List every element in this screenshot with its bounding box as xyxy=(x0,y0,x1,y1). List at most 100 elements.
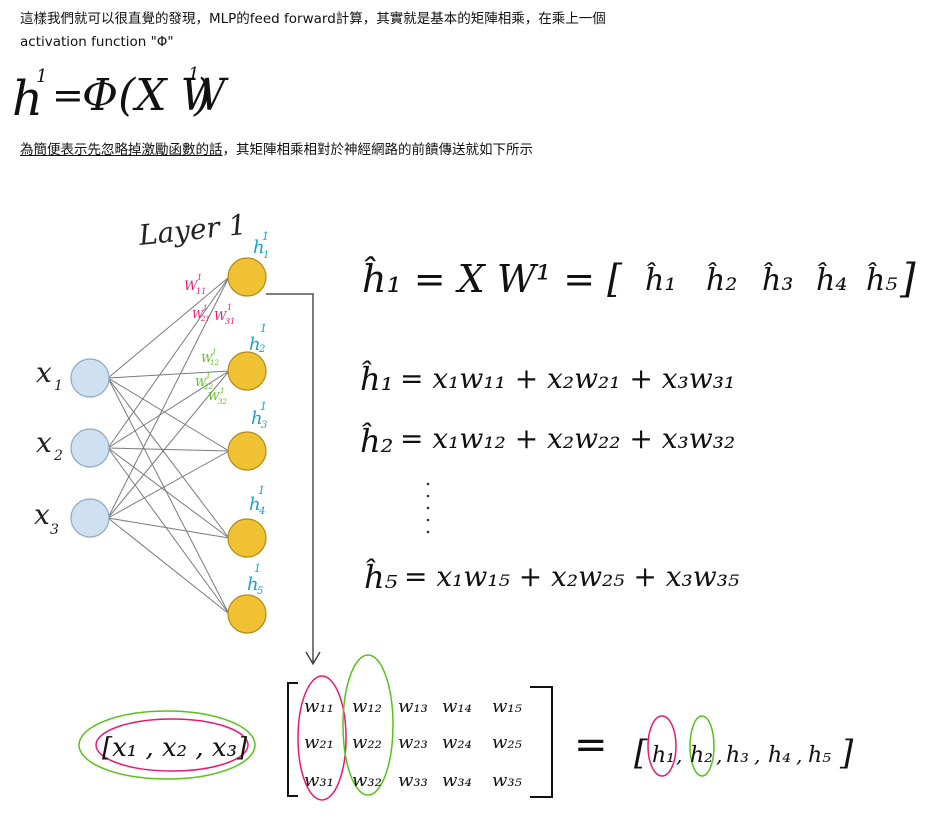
result-sep-4: , xyxy=(796,743,802,767)
matrix-cell-r3-c3: w₃₃ xyxy=(398,770,428,791)
input-sub-x3: 3 xyxy=(50,522,59,538)
weight-w22-sup: 1 xyxy=(206,372,210,380)
matrix-col2-ellipse xyxy=(342,654,394,796)
hidden-node-h3 xyxy=(227,431,267,471)
input-node-x3 xyxy=(70,498,110,538)
eq-row-3-lhs: ĥ₅ xyxy=(364,558,398,596)
network-edges xyxy=(107,276,230,615)
weight-w11: W xyxy=(184,279,199,294)
result-item-2: h₂ xyxy=(690,743,713,768)
weight-labels-green: W 12 1 W 22 1 W 32 1 xyxy=(195,348,227,406)
result-item-3: h₃ xyxy=(726,743,749,768)
weight-w32-sup: 1 xyxy=(220,387,224,395)
weight-w31-sup: 1 xyxy=(227,303,232,312)
vector-item-4: ĥ₄ xyxy=(816,262,847,298)
formula-rhs-sup: 1 xyxy=(188,64,199,85)
edge-x3-h2 xyxy=(107,370,230,519)
input-node-x1 xyxy=(70,358,110,398)
eq-row-1-lhs: ĥ₁ xyxy=(360,360,393,398)
weight-w31: W xyxy=(214,309,228,323)
matrix-equals: = xyxy=(574,722,608,768)
hidden-label-h2: h xyxy=(249,334,261,355)
input-labels: x 1 x 2 x 3 xyxy=(34,356,63,538)
formula-lhs-sup: 1 xyxy=(36,66,47,87)
weight-w21-sub: 21 xyxy=(200,315,210,323)
desc-underlined: 為簡便表示先忽略掉激勵函數的話 xyxy=(20,142,223,158)
row-vector-pink-ellipse xyxy=(95,718,249,772)
hidden-node-h2 xyxy=(227,351,267,391)
matrix-left-bracket xyxy=(287,682,298,797)
row-vector: [x₁ , x₂ , x₃] xyxy=(102,733,248,763)
weight-w11-sub: 11 xyxy=(196,287,206,296)
layer-label: Layer 1 xyxy=(136,208,248,252)
formula-rhs-close: ) xyxy=(193,70,211,121)
edge-x3-h1 xyxy=(107,276,230,519)
result-item-4: h₄ xyxy=(768,743,791,768)
input-label-x3: x xyxy=(34,498,50,531)
edge-x1-h2 xyxy=(107,370,230,379)
result-sep-1: , xyxy=(676,743,682,767)
weight-w21: W xyxy=(192,308,205,321)
result-close: ] xyxy=(839,733,854,773)
weight-w21-sup: 1 xyxy=(203,304,207,312)
hidden-node-h5 xyxy=(227,594,267,634)
hidden-sup-h3: 1 xyxy=(260,400,267,413)
intro-line-1: 這樣我們就可以很直覺的發現，MLP的feed forward計算，其實就是基本的… xyxy=(20,11,606,27)
edge-x2-h5 xyxy=(107,447,230,615)
result-h1-ellipse xyxy=(647,715,677,777)
matrix-cell-r2-c4: w₂₄ xyxy=(442,732,472,753)
matrix-cell-r1-c2: w₁₂ xyxy=(352,696,382,717)
result-sep-2: , xyxy=(716,743,722,767)
input-nodes xyxy=(70,358,110,538)
input-label-x1: x xyxy=(36,356,52,389)
matrix-cell-r2-c2: w₂₂ xyxy=(352,732,382,753)
hidden-label-h5: h xyxy=(247,574,259,595)
weight-labels-pink: W 11 1 W 21 1 W 31 1 xyxy=(184,273,235,326)
hidden-sub-h2: 2 xyxy=(258,344,265,355)
matrix-cell-r3-c1: w₃₁ xyxy=(304,770,334,791)
matrix-cell-r2-c1: w₂₁ xyxy=(304,732,334,753)
eq-row-2-rhs: = x₁w₁₂ + x₂w₂₂ + x₃w₃₂ xyxy=(400,422,735,455)
hidden-sup-h2: 1 xyxy=(260,322,267,335)
edge-x2-h4 xyxy=(107,447,230,539)
eq-row-3-rhs: = x₁w₁₅ + x₂w₂₅ + x₃w₃₅ xyxy=(404,560,739,593)
result-item-5: h₅ xyxy=(808,743,831,768)
matrix-cell-r3-c5: w₃₅ xyxy=(492,770,522,791)
edge-x3-h5 xyxy=(107,517,230,615)
input-sub-x2: 2 xyxy=(53,448,63,464)
hidden-node-h1 xyxy=(227,257,267,297)
weight-w12-sup: 1 xyxy=(212,348,216,356)
hidden-sub-h4: 4 xyxy=(258,506,265,517)
weight-w11-sup: 1 xyxy=(197,273,202,282)
result-sep-3: , xyxy=(754,743,760,767)
hidden-sup-h5: 1 xyxy=(254,562,261,575)
weight-w12-sub: 12 xyxy=(210,359,219,367)
edge-x2-h3 xyxy=(107,447,230,452)
matrix-cell-r1-c4: w₁₄ xyxy=(442,696,472,717)
vector-item-2: ĥ₂ xyxy=(706,262,737,298)
equations: ĥ₁ = X W¹ = [ ĥ₁ ĥ₂ ĥ₃ ĥ₄ ĥ₅ ] ĥ₁ = x₁w₁… xyxy=(360,256,916,596)
result-h2-ellipse xyxy=(689,715,715,777)
hidden-sub-h3: 3 xyxy=(261,420,267,431)
edge-x1-h1 xyxy=(107,276,230,379)
vector-item-1: ĥ₁ xyxy=(645,262,676,298)
edge-x3-h4 xyxy=(107,517,230,539)
vector-item-3: ĥ₃ xyxy=(762,262,793,298)
hidden-node-h4 xyxy=(227,518,267,558)
hidden-sub-h1: 1 xyxy=(263,250,269,261)
row-vector-green-ellipse xyxy=(78,710,256,780)
matrix-col1-ellipse xyxy=(297,675,347,801)
weight-w12: W xyxy=(201,352,214,365)
matrix-cell-r1-c1: w₁₁ xyxy=(304,696,334,717)
formula-lhs: h xyxy=(12,71,43,127)
hidden-sup-h4: 1 xyxy=(258,484,265,497)
formula-top: h 1 = Φ(X W 1 ) xyxy=(12,64,230,127)
matrix-cell-r1-c3: w₁₃ xyxy=(398,696,428,717)
eq-row-2-lhs: ĥ₂ xyxy=(360,422,393,460)
result-item-1: h₁ xyxy=(652,743,675,768)
matrix-cell-r3-c2: w₃₂ xyxy=(352,770,382,791)
vector-equation: ĥ₁ = X W¹ = [ ĥ₁ ĥ₂ ĥ₃ ĥ₄ ĥ₅ ] xyxy=(362,256,916,302)
